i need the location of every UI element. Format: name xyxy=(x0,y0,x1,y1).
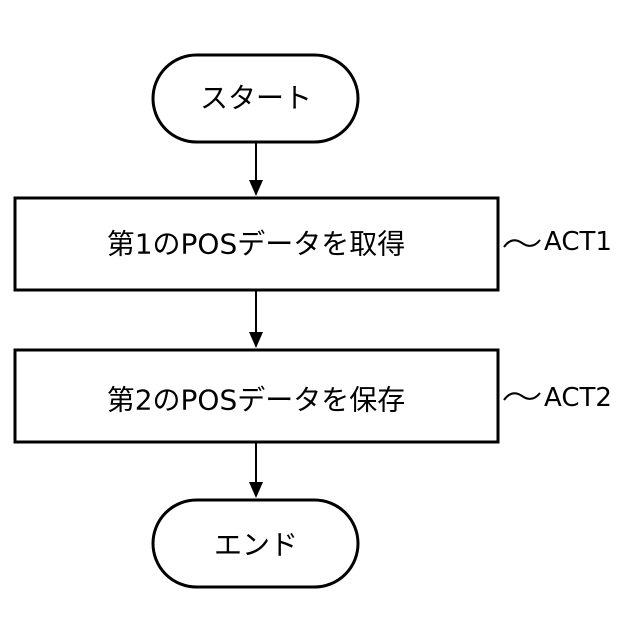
step-tag-act1-leader xyxy=(504,240,540,247)
process-step-act2-label: 第2のPOSデータを保存 xyxy=(107,384,406,417)
arrow-start-to-act1 xyxy=(249,142,263,196)
step-tag-act1: ACT1 xyxy=(504,227,612,257)
arrow-act2-to-end-head xyxy=(249,482,263,498)
arrow-act2-to-end xyxy=(249,442,263,498)
process-step-act1-label: 第1のPOSデータを取得 xyxy=(107,228,406,261)
process-step-act2: 第2のPOSデータを保存 xyxy=(15,350,498,442)
step-tag-act2: ACT2 xyxy=(504,383,612,413)
arrow-start-to-act1-head xyxy=(249,180,263,196)
process-step-act1: 第1のPOSデータを取得 xyxy=(15,198,498,290)
start-terminal-label: スタート xyxy=(200,82,312,115)
arrow-act1-to-act2-head xyxy=(249,332,263,348)
end-terminal: エンド xyxy=(153,500,358,587)
end-terminal-label: エンド xyxy=(214,529,298,562)
step-tag-act2-label: ACT2 xyxy=(544,383,612,413)
step-tag-act1-label: ACT1 xyxy=(544,227,612,257)
arrow-act1-to-act2 xyxy=(249,290,263,348)
start-terminal: スタート xyxy=(153,55,358,142)
step-tag-act2-leader xyxy=(504,393,540,400)
